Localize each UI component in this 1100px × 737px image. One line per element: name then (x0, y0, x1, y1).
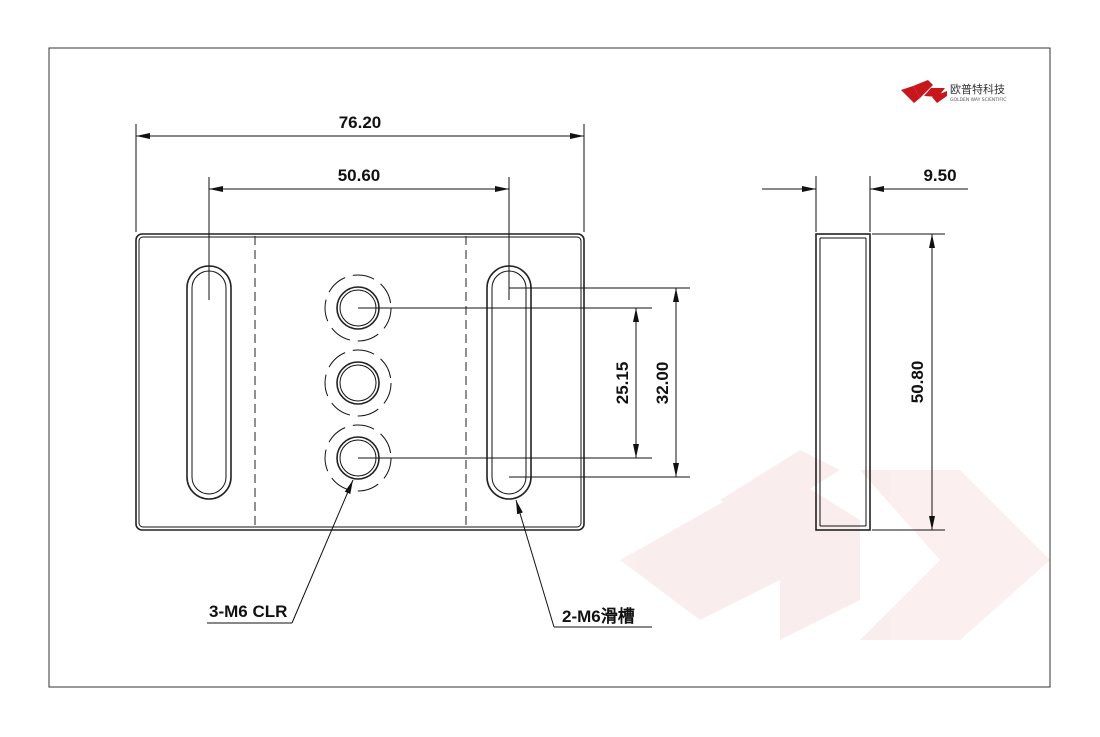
callout-slots: 2-M6滑槽 (515, 499, 652, 628)
dim-label-slot-spacing: 50.60 (338, 166, 381, 185)
dimension-height: 50.80 (872, 233, 945, 531)
company-logo: 欧普特科技 GOLDEN WAY SCIENTIFIC (901, 80, 1006, 103)
dimension-hole-pitch: 25.15 (358, 307, 652, 459)
callout-label-slots: 2-M6滑槽 (562, 606, 635, 626)
dim-label-height: 50.80 (908, 361, 927, 404)
callout-holes: 3-M6 CLR (207, 479, 354, 624)
dimension-overall-width: 76.20 (135, 113, 585, 232)
hole-middle (324, 349, 392, 417)
dimension-slot-spacing: 50.60 (208, 166, 510, 300)
dim-label-overall-width: 76.20 (339, 113, 382, 132)
logo-chinese-text: 欧普特科技 (950, 82, 1005, 96)
side-profile (815, 233, 871, 531)
watermark-logo (620, 450, 1050, 640)
plate-outline (135, 233, 585, 531)
drawing-frame (48, 47, 1051, 688)
side-view (815, 233, 871, 531)
logo-english-text: GOLDEN WAY SCIENTIFIC (950, 97, 1006, 103)
logo-mark-icon (901, 80, 947, 103)
dimension-thickness: 9.50 (762, 166, 968, 232)
dim-label-thickness: 9.50 (923, 166, 956, 185)
dim-label-slot-length: 32.00 (653, 362, 672, 405)
dim-label-hole-pitch: 25.15 (613, 362, 632, 405)
callout-label-holes: 3-M6 CLR (209, 602, 287, 621)
dimension-slot-length: 32.00 (509, 287, 690, 478)
